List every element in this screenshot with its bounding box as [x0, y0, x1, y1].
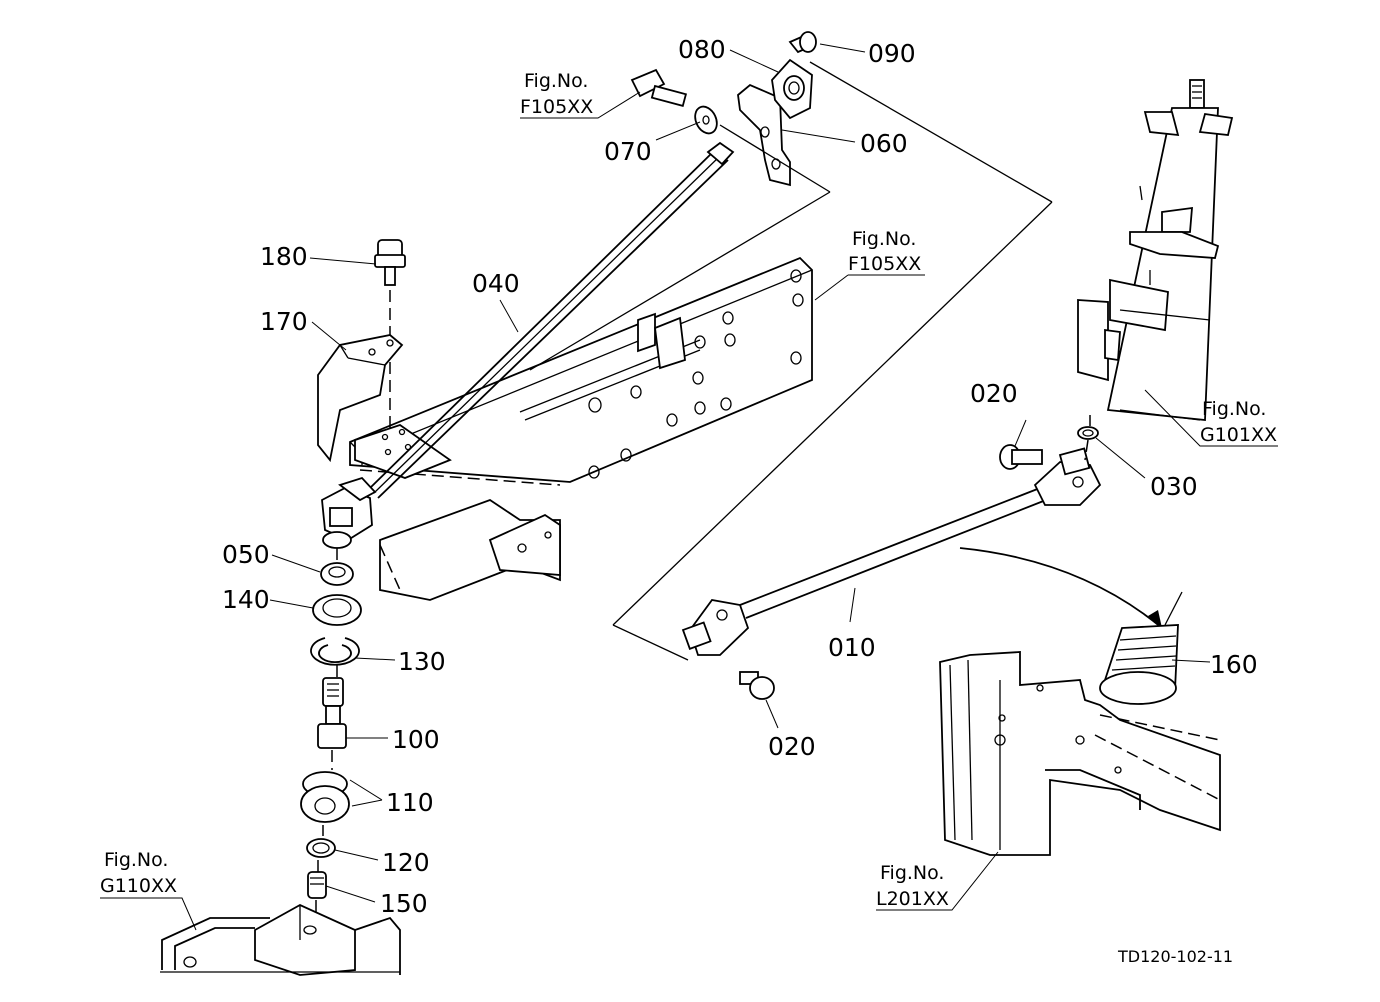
leader-lines — [100, 43, 1278, 931]
gearbox-housing — [160, 903, 401, 976]
frame-plate — [349, 256, 813, 601]
label-130: 130 — [398, 647, 446, 676]
left-universal-joint — [321, 476, 377, 549]
part-050-bearing — [320, 562, 354, 586]
fig-ref-label-mid: Fig.No. — [852, 228, 916, 250]
part-020-bolt-upper — [999, 444, 1043, 470]
fig-ref-f105-top: F105XX — [520, 96, 593, 118]
part-040-shaft — [369, 141, 735, 499]
fig-ref-g101: G101XX — [1200, 424, 1277, 446]
fig-ref-f105-mid: F105XX — [848, 253, 921, 275]
fig-ref-l201: L201XX — [876, 888, 949, 910]
label-010: 010 — [828, 633, 876, 662]
part-labels: 080 090 070 060 180 170 040 050 140 130 … — [222, 35, 1258, 918]
label-080: 080 — [678, 35, 726, 64]
part-080-flange — [771, 58, 813, 120]
fig-ref-label-bottom: Fig.No. — [880, 862, 944, 884]
part-090-bolt — [788, 31, 817, 54]
label-020-lower: 020 — [768, 732, 816, 761]
fig-ref-g110: G110XX — [100, 875, 177, 897]
label-060: 060 — [860, 129, 908, 158]
upper-universal-joint — [1033, 447, 1102, 506]
label-160: 160 — [1210, 650, 1258, 679]
part-130-clip — [310, 637, 360, 666]
part-180-bolt — [374, 239, 406, 286]
fig-ref-label-top: Fig.No. — [524, 70, 588, 92]
label-150: 150 — [380, 889, 428, 918]
part-100-shaft — [317, 677, 347, 749]
label-090: 090 — [868, 39, 916, 68]
dash-panel — [939, 651, 1221, 856]
part-030-washer — [1077, 426, 1099, 440]
label-040: 040 — [472, 269, 520, 298]
steering-column — [1077, 79, 1234, 421]
label-020-upper: 020 — [970, 379, 1018, 408]
lower-universal-joint — [681, 599, 750, 656]
label-100: 100 — [392, 725, 440, 754]
label-170: 170 — [260, 307, 308, 336]
part-150-pin — [307, 871, 327, 899]
label-140: 140 — [222, 585, 270, 614]
part-160-boot — [1099, 591, 1183, 705]
label-070: 070 — [604, 137, 652, 166]
label-050: 050 — [222, 540, 270, 569]
label-030: 030 — [1150, 472, 1198, 501]
drawing-code: TD120-102-11 — [1117, 947, 1233, 966]
label-110: 110 — [386, 788, 434, 817]
label-120: 120 — [382, 848, 430, 877]
fig-ref-label-right: Fig.No. — [1202, 398, 1266, 420]
part-120-snap-ring — [306, 838, 336, 858]
part-070-bolt — [630, 68, 718, 135]
part-020-bolt-lower — [739, 671, 775, 700]
label-180: 180 — [260, 242, 308, 271]
figure-references: Fig.No. F105XX Fig.No. F105XX Fig.No. G1… — [100, 70, 1277, 910]
part-010-shaft — [739, 487, 1047, 619]
part-140-ring — [312, 594, 362, 626]
fig-ref-label-left: Fig.No. — [104, 849, 168, 871]
part-170-bracket — [317, 334, 404, 463]
part-110-bearings — [300, 771, 350, 823]
